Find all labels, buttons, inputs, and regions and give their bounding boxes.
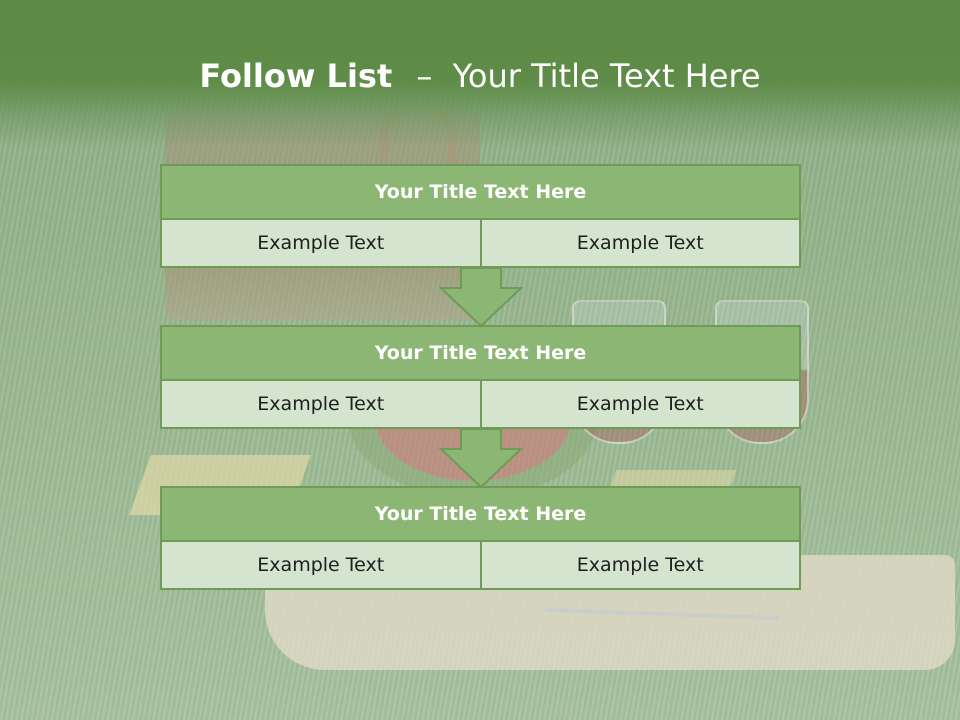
block-cell[interactable]: Example Text	[479, 218, 801, 268]
title-rest: Your Title Text Here	[452, 57, 761, 95]
title-dash: –	[416, 57, 433, 95]
block-row: Example Text Example Text	[160, 379, 801, 429]
title-bold-part: Follow List	[199, 57, 393, 95]
down-arrow-icon	[439, 268, 523, 328]
block-row: Example Text Example Text	[160, 540, 801, 590]
slide-title: Follow List – Your Title Text Here	[0, 54, 960, 98]
down-arrow-icon	[439, 429, 523, 489]
block-cell[interactable]: Example Text	[160, 218, 482, 268]
block-cell[interactable]: Example Text	[160, 540, 482, 590]
block-cell[interactable]: Example Text	[479, 540, 801, 590]
block-title[interactable]: Your Title Text Here	[160, 486, 801, 542]
follow-list-block: Your Title Text Here Example Text Exampl…	[160, 164, 801, 268]
block-row: Example Text Example Text	[160, 218, 801, 268]
follow-list-block: Your Title Text Here Example Text Exampl…	[160, 486, 801, 590]
block-title[interactable]: Your Title Text Here	[160, 164, 801, 220]
block-cell[interactable]: Example Text	[160, 379, 482, 429]
block-title[interactable]: Your Title Text Here	[160, 325, 801, 381]
follow-list-block: Your Title Text Here Example Text Exampl…	[160, 325, 801, 429]
block-cell[interactable]: Example Text	[479, 379, 801, 429]
slide-header: Follow List – Your Title Text Here	[0, 0, 960, 148]
